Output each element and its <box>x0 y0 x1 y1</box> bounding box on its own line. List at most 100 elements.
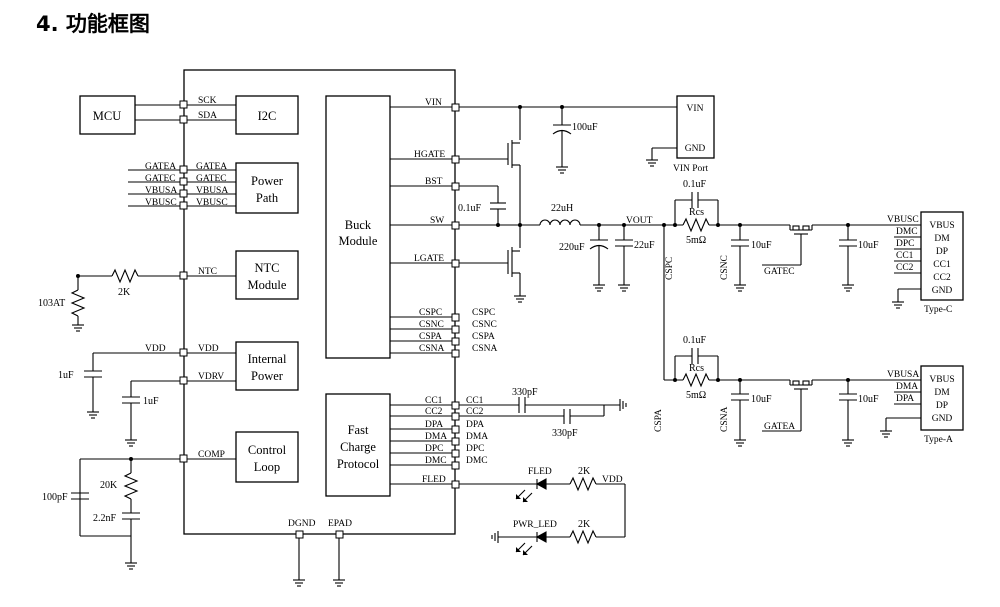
c-csnc-value: 10uF <box>751 240 772 251</box>
power-path-block: Power Path <box>235 162 299 214</box>
r-ntc-value: 2K <box>118 287 131 298</box>
net-gatea: GATEA <box>145 162 176 172</box>
ntc-module-block: NTC Module <box>235 250 299 300</box>
buck-module-label-2: Module <box>339 234 378 248</box>
fast-charge-protocol-block: Fast Charge Protocol <box>325 393 391 497</box>
type-a-pin-gnd: GND <box>932 414 953 424</box>
pin-lgate: LGATE <box>414 254 444 264</box>
net-csna: CSNA <box>472 344 497 354</box>
i2c-block: I2C <box>235 95 299 135</box>
fast-charge-label-1: Fast <box>348 423 369 437</box>
pin-vin: VIN <box>425 98 442 108</box>
vin-port-vin: VIN <box>687 104 704 114</box>
c-out1-value: 220uF <box>559 242 585 253</box>
left-pin-squares <box>179 100 188 463</box>
c-cc2-value: 330pF <box>552 428 578 439</box>
i2c-label: I2C <box>258 109 277 123</box>
junction-dots <box>76 105 850 461</box>
r-pwr-value: 2K <box>578 519 591 530</box>
pin-comp: COMP <box>198 450 225 460</box>
pin-vbusc: VBUSC <box>196 198 228 208</box>
vin-port-gnd: GND <box>685 144 706 154</box>
pin-vbusa: VBUSA <box>196 186 228 196</box>
pin-sda: SDA <box>198 111 217 121</box>
pin-gatea: GATEA <box>196 162 227 172</box>
net-csnc: CSNC <box>472 320 497 330</box>
c-csna-value: 10uF <box>751 394 772 405</box>
type-c-pin-vbus: VBUS <box>929 221 954 231</box>
page-title: 4. 功能框图 <box>36 12 150 36</box>
fast-charge-label-3: Protocol <box>337 457 380 471</box>
net-dpc: DPC <box>466 444 484 454</box>
type-a-pin-dm: DM <box>934 388 950 398</box>
control-loop-label-2: Loop <box>254 460 280 474</box>
net-dpa: DPA <box>466 420 484 430</box>
type-c-pin-cc1: CC1 <box>933 260 951 270</box>
pin-dma: DMA <box>425 432 447 442</box>
c-rcs-a-value: 0.1uF <box>683 335 707 346</box>
rcs-a-label: Rcs <box>689 363 704 374</box>
net-cc1: CC1 <box>466 396 484 406</box>
net-pwr-led: PWR_LED <box>513 520 557 530</box>
type-c-connector: VBUS DM DP CC1 CC2 GND Type-C <box>920 211 964 315</box>
internal-right-lines <box>293 106 455 587</box>
pin-sck: SCK <box>198 96 217 106</box>
net-csnc-vertical: CSNC <box>720 255 730 280</box>
mcu-label: MCU <box>93 109 121 123</box>
internal-power-label-2: Power <box>251 369 284 383</box>
pin-fled: FLED <box>422 475 446 485</box>
type-a-pin-vbus: VBUS <box>929 375 954 385</box>
ntc-module-label-1: NTC <box>255 261 280 275</box>
ntc-value: 103AT <box>38 298 65 309</box>
pin-gatec: GATEC <box>196 174 227 184</box>
pin-cc1: CC1 <box>425 396 443 406</box>
r-fled-value: 2K <box>578 466 591 477</box>
type-a-pin-dp: DP <box>936 401 948 411</box>
type-a-label: Type-A <box>924 435 953 445</box>
pin-dpa: DPA <box>425 420 443 430</box>
pin-dgnd: DGND <box>288 519 316 529</box>
net-dma: DMA <box>466 432 488 442</box>
net-vbusa-right: VBUSA <box>887 370 919 380</box>
mcu-block: MCU <box>79 95 136 135</box>
net-vbusa: VBUSA <box>145 186 177 196</box>
net-vbusc: VBUSC <box>145 198 177 208</box>
c-comp1-value: 100pF <box>42 492 68 503</box>
fast-charge-label-2: Charge <box>340 440 376 454</box>
pin-cc2: CC2 <box>425 407 443 417</box>
net-vbusc-right: VBUSC <box>887 215 919 225</box>
c-comp2-value: 2.2nF <box>93 513 117 524</box>
right-wiring <box>459 106 921 556</box>
internal-power-block: Internal Power <box>235 341 299 391</box>
c-vin-value: 100uF <box>572 122 598 133</box>
buck-module-block: Buck Module <box>325 95 391 359</box>
internal-power-label-1: Internal <box>248 352 287 366</box>
power-path-label-2: Path <box>256 191 279 205</box>
type-a-connector: VBUS DM DP GND Type-A <box>920 365 964 445</box>
c-vbusa-value: 10uF <box>858 394 879 405</box>
c-cc1-value: 330pF <box>512 387 538 398</box>
net-gatec: GATEC <box>145 174 176 184</box>
pin-csnc: CSNC <box>419 320 444 330</box>
c-rcs-c-value: 0.1uF <box>683 179 707 190</box>
ic-outline <box>183 69 456 535</box>
pin-sw: SW <box>430 216 444 226</box>
pin-cspc: CSPC <box>419 308 442 318</box>
c-vdrv-value: 1uF <box>143 396 159 407</box>
net-gatec-right: GATEC <box>764 267 795 277</box>
net-cc2: CC2 <box>466 407 484 417</box>
net-gatea-right: GATEA <box>764 422 795 432</box>
c-vbusc-value: 10uF <box>858 240 879 251</box>
net-dma-right: DMA <box>896 382 918 392</box>
type-c-pin-dm: DM <box>934 234 950 244</box>
ntc-module-label-2: Module <box>248 278 287 292</box>
net-fled: FLED <box>528 467 552 477</box>
pin-dpc: DPC <box>425 444 443 454</box>
pin-bst: BST <box>425 177 443 187</box>
type-c-label: Type-C <box>924 305 952 315</box>
net-cc1-right: CC1 <box>896 251 914 261</box>
net-cc2-right: CC2 <box>896 263 914 273</box>
net-cspc: CSPC <box>472 308 495 318</box>
vin-port-connector: VIN GND VIN Port <box>673 95 715 174</box>
rcs-c-label: Rcs <box>689 207 704 218</box>
